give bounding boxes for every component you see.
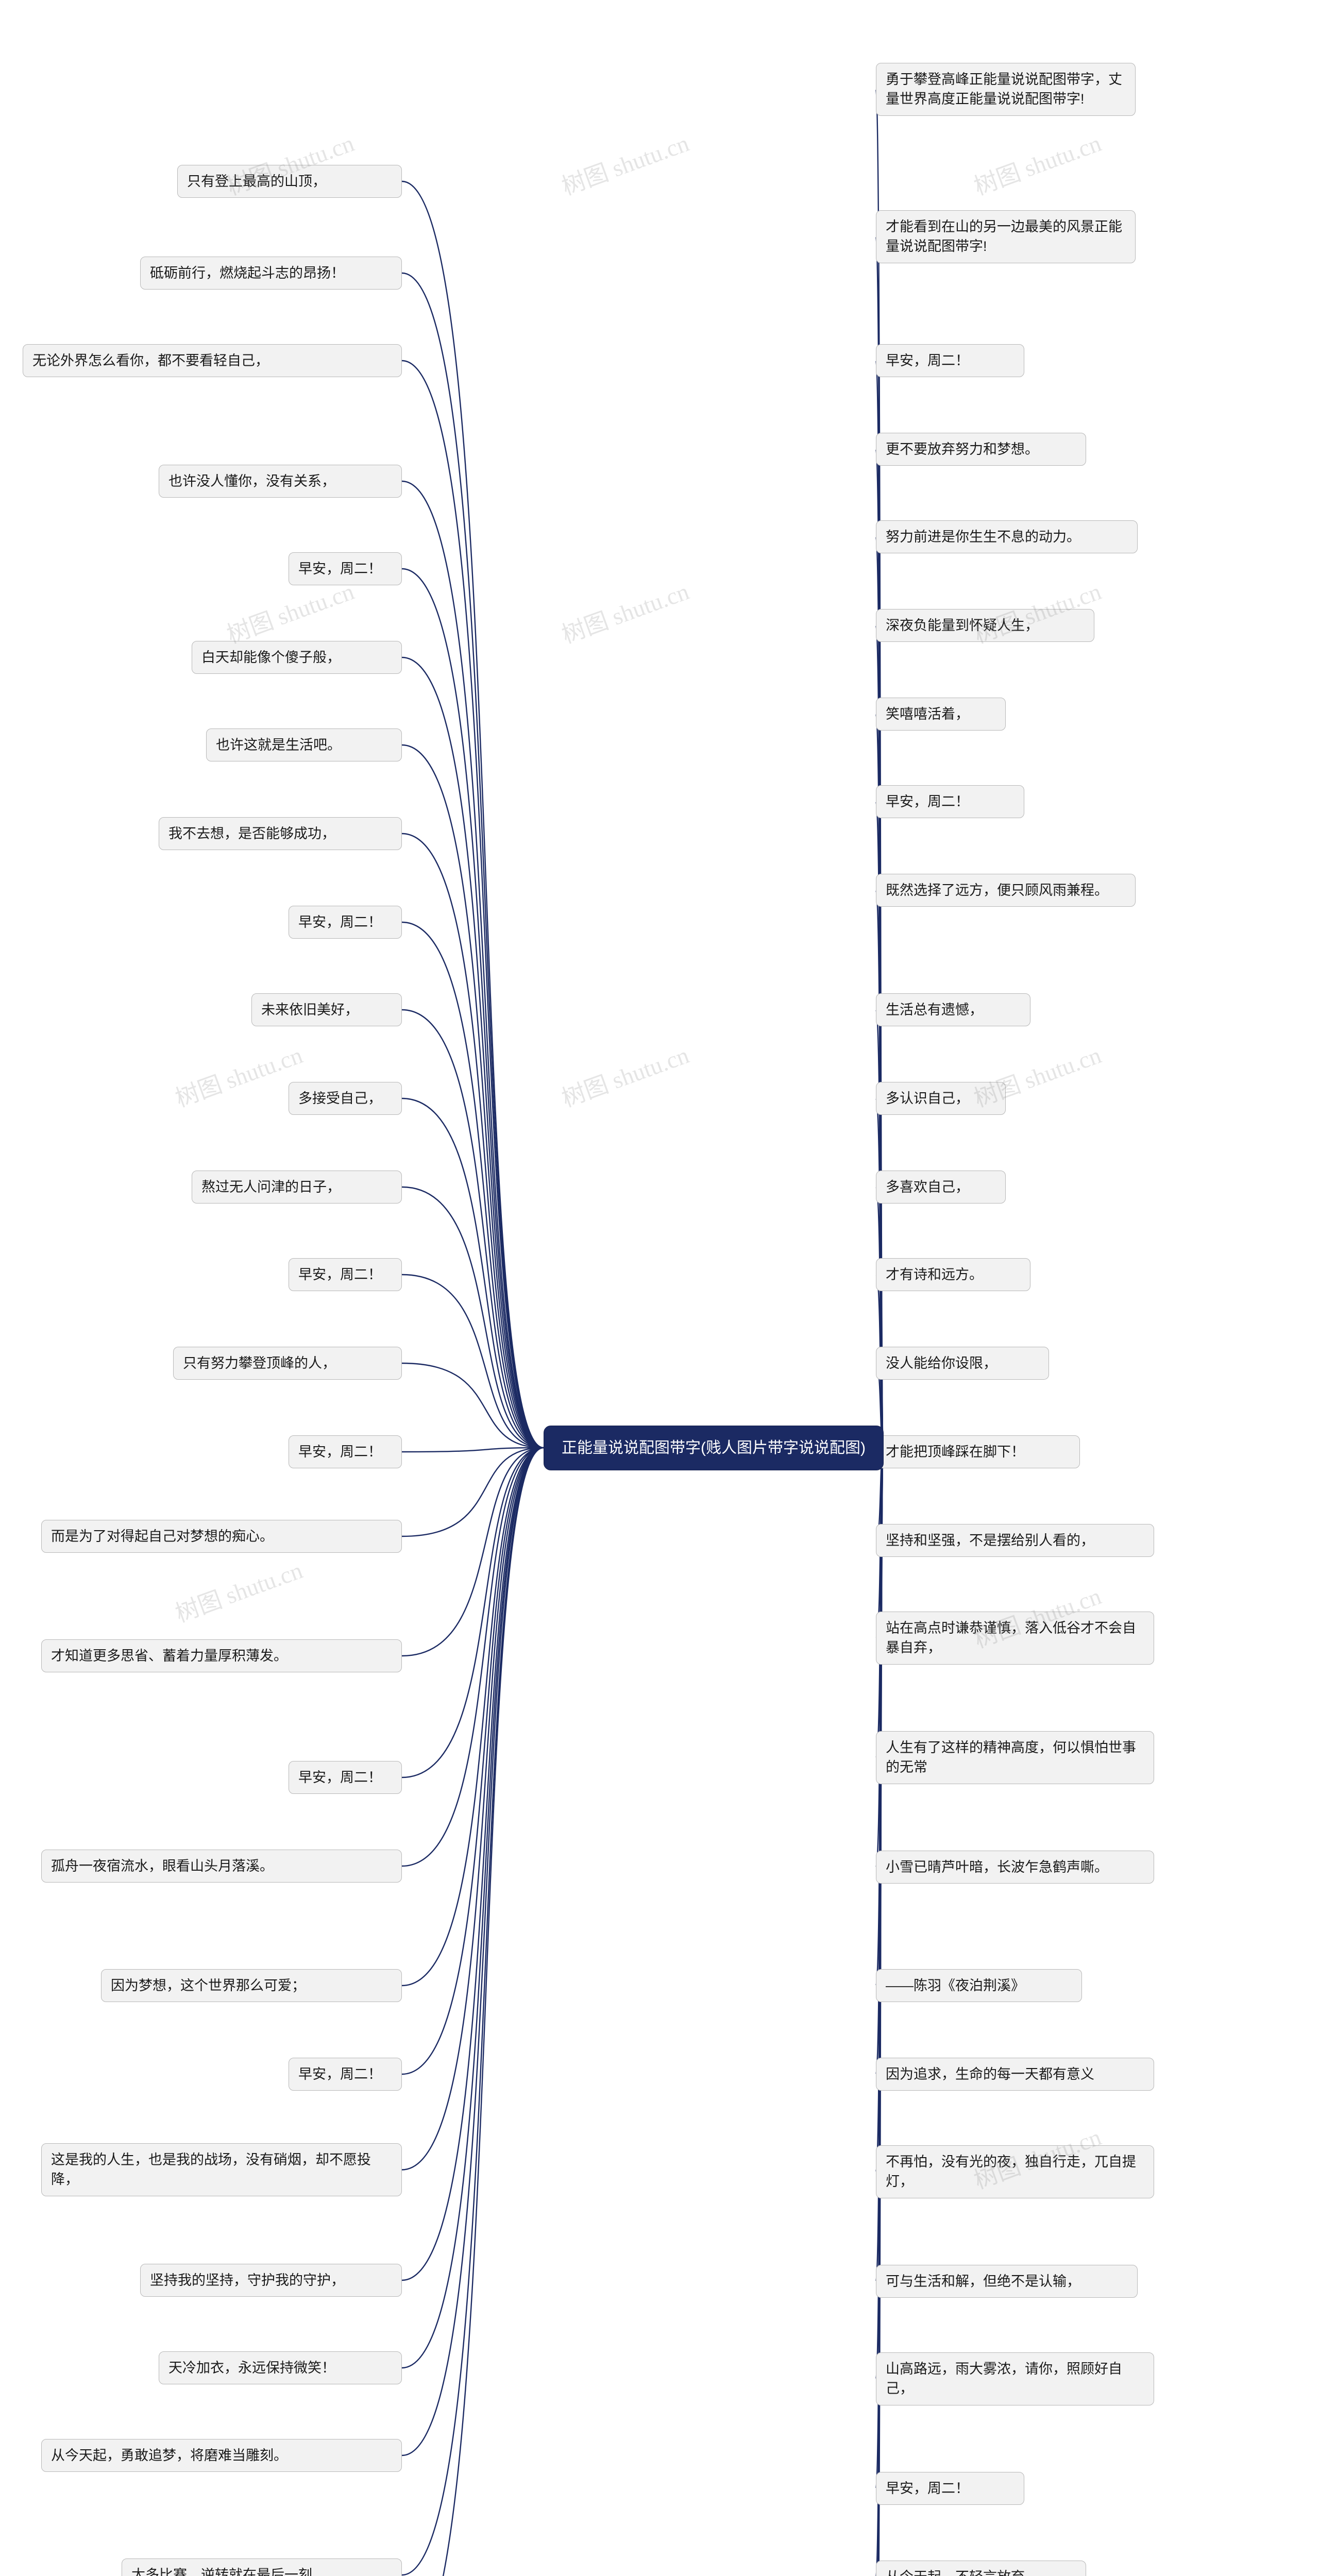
root-node[interactable]: 正能量说说配图带字(贱人图片带字说说配图) <box>544 1425 884 1470</box>
left-node[interactable]: 太多比赛，逆转就在最后一刻。 <box>122 2558 402 2576</box>
watermark-text: 树图 shutu.cn <box>970 130 1105 200</box>
right-node[interactable]: 因为追求，生命的每一天都有意义 <box>876 2058 1154 2091</box>
right-node[interactable]: 多喜欢自己， <box>876 1171 1006 1204</box>
right-node[interactable]: 才能看到在山的另一边最美的风景正能量说说配图带字! <box>876 210 1136 263</box>
left-node[interactable]: 熬过无人问津的日子， <box>192 1171 402 1204</box>
watermark-text: 树图 shutu.cn <box>558 130 692 200</box>
left-node[interactable]: 也许这就是生活吧。 <box>206 728 402 762</box>
right-node[interactable]: 更不要放弃努力和梦想。 <box>876 433 1086 466</box>
left-node[interactable]: 我不去想，是否能够成功， <box>159 817 402 851</box>
left-node[interactable]: 早安，周二！ <box>289 552 402 586</box>
left-node[interactable]: 砥砺前行，燃烧起斗志的昂扬！ <box>140 257 402 290</box>
right-node[interactable]: ——陈羽《夜泊荆溪》 <box>876 1969 1082 2003</box>
right-node[interactable]: 早安，周二！ <box>876 2472 1024 2505</box>
left-node[interactable]: 而是为了对得起自己对梦想的痴心。 <box>41 1520 402 1553</box>
left-node[interactable]: 只有努力攀登顶峰的人， <box>173 1347 402 1380</box>
left-node[interactable]: 也许没人懂你，没有关系， <box>159 465 402 498</box>
right-node[interactable]: 山高路远，雨大雾浓，请你，照顾好自己， <box>876 2352 1154 2405</box>
left-node[interactable]: 无论外界怎么看你，都不要看轻自己， <box>23 344 402 378</box>
left-node[interactable]: 早安，周二！ <box>289 1761 402 1794</box>
left-node[interactable]: 因为梦想，这个世界那么可爱； <box>101 1969 402 2003</box>
left-node[interactable]: 早安，周二！ <box>289 1258 402 1292</box>
left-node[interactable]: 只有登上最高的山顶， <box>177 165 402 198</box>
left-node[interactable]: 从今天起，勇敢追梦，将磨难当雕刻。 <box>41 2439 402 2472</box>
left-node[interactable]: 坚持我的坚持，守护我的守护， <box>140 2264 402 2297</box>
left-node[interactable]: 早安，周二！ <box>289 906 402 939</box>
right-node[interactable]: 从今天起，不轻言放弃。 <box>876 2561 1086 2576</box>
right-node[interactable]: 不再怕，没有光的夜，独自行走，兀自提灯， <box>876 2145 1154 2198</box>
watermark-text: 树图 shutu.cn <box>172 1557 306 1628</box>
left-node[interactable]: 早安，周二！ <box>289 1435 402 1469</box>
watermark-text: 树图 shutu.cn <box>172 1042 306 1112</box>
right-node[interactable]: 没人能给你设限， <box>876 1347 1049 1380</box>
right-node[interactable]: 早安，周二！ <box>876 344 1024 378</box>
watermark-text: 树图 shutu.cn <box>558 578 692 649</box>
right-node[interactable]: 才有诗和远方。 <box>876 1258 1030 1292</box>
right-node[interactable]: 可与生活和解，但绝不是认输， <box>876 2265 1138 2298</box>
right-node[interactable]: 人生有了这样的精神高度，何以惧怕世事的无常 <box>876 1731 1154 1784</box>
right-node[interactable]: 笑嘻嘻活着， <box>876 698 1006 731</box>
right-node[interactable]: 站在高点时谦恭谨慎，落入低谷才不会自暴自弃， <box>876 1612 1154 1665</box>
right-node[interactable]: 深夜负能量到怀疑人生， <box>876 609 1094 642</box>
right-node[interactable]: 既然选择了远方，便只顾风雨兼程。 <box>876 874 1136 907</box>
left-node[interactable]: 白天却能像个傻子般， <box>192 641 402 674</box>
left-node[interactable]: 才知道更多思省、蓄着力量厚积薄发。 <box>41 1639 402 1673</box>
left-node[interactable]: 这是我的人生，也是我的战场，没有硝烟，却不愿投降， <box>41 2143 402 2196</box>
right-node[interactable]: 才能把顶峰踩在脚下！ <box>876 1435 1080 1469</box>
right-node[interactable]: 多认识自己， <box>876 1082 1006 1115</box>
left-node[interactable]: 未来依旧美好， <box>251 993 402 1027</box>
left-node[interactable]: 早安，周二！ <box>289 2058 402 2091</box>
left-node[interactable]: 天冷加衣，永远保持微笑！ <box>159 2351 402 2385</box>
right-node[interactable]: 勇于攀登高峰正能量说说配图带字，丈量世界高度正能量说说配图带字! <box>876 63 1136 116</box>
right-node[interactable]: 早安，周二！ <box>876 785 1024 819</box>
left-node[interactable]: 多接受自己， <box>289 1082 402 1115</box>
right-node[interactable]: 小雪已晴芦叶暗，长波乍急鹤声嘶。 <box>876 1851 1154 1884</box>
right-node[interactable]: 生活总有遗憾， <box>876 993 1030 1027</box>
left-node[interactable]: 孤舟一夜宿流水，眼看山头月落溪。 <box>41 1850 402 1883</box>
watermark-text: 树图 shutu.cn <box>558 1042 692 1112</box>
right-node[interactable]: 坚持和坚强，不是摆给别人看的， <box>876 1524 1154 1557</box>
right-node[interactable]: 努力前进是你生生不息的动力。 <box>876 520 1138 554</box>
